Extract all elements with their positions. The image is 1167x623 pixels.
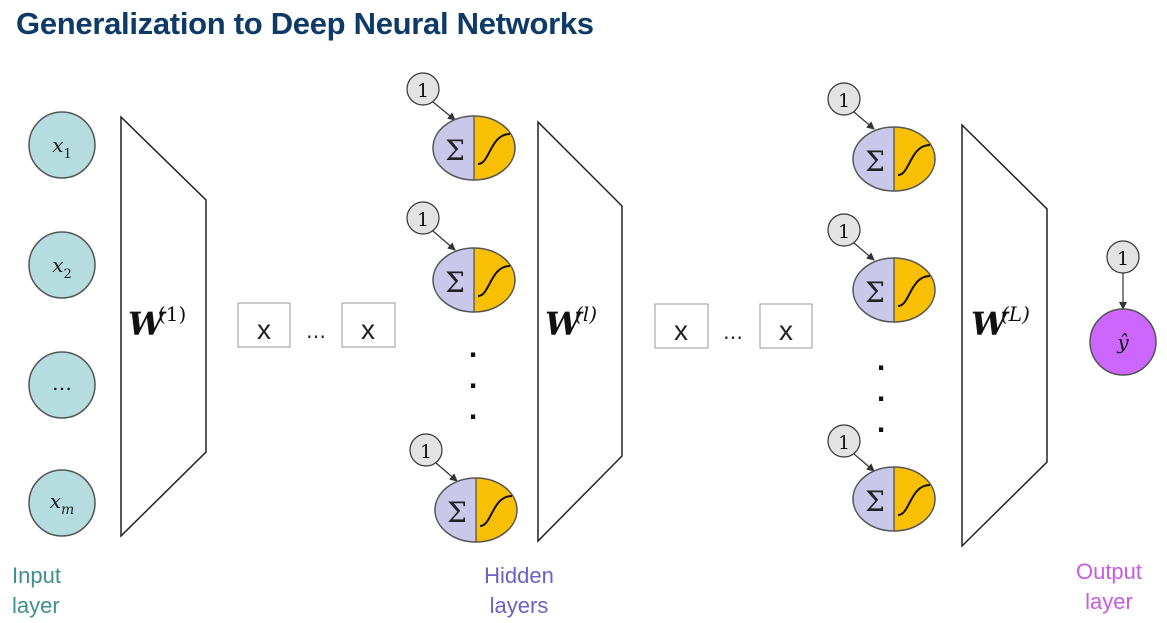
- weight-symbol-1: W: [128, 305, 167, 343]
- svg-text:1: 1: [1117, 248, 1129, 270]
- input-sub-2: 2: [64, 267, 72, 282]
- bias-node-l-2: 1: [406, 201, 440, 235]
- neuron-l-1: Σ: [432, 115, 516, 181]
- sigmoid-icon: [897, 484, 931, 516]
- neuron-L-3: Σ: [852, 466, 936, 532]
- output-node: ŷ: [1089, 308, 1157, 376]
- hidden-layers-label: Hidden layers: [484, 563, 554, 618]
- bias-node-L-3: 1: [827, 424, 861, 458]
- bias-arrow-L-3: [853, 453, 875, 472]
- svg-text:xm: xm: [50, 489, 75, 518]
- placeholder-box-2: x: [341, 302, 396, 348]
- placeholder-box-1: x: [237, 302, 291, 348]
- ellipsis-2: …: [723, 320, 743, 344]
- weight-superscript-1: (1): [158, 302, 186, 326]
- svg-text:x2: x2: [52, 253, 72, 282]
- neuron-l-2: Σ: [432, 247, 516, 313]
- input-ellipsis: …: [52, 371, 72, 395]
- weight-matrix-1: W (1): [120, 115, 207, 538]
- svg-text:·: ·: [876, 354, 885, 382]
- sum-symbol: Σ: [445, 266, 465, 299]
- svg-text:·: ·: [876, 385, 885, 413]
- svg-text:x: x: [779, 315, 793, 346]
- ellipsis-1: …: [306, 319, 326, 343]
- input-node-1: x1: [28, 111, 96, 179]
- sum-symbol: Σ: [865, 276, 885, 309]
- weight-superscript-l: (l): [575, 302, 597, 326]
- bias-arrow-L-1: [853, 111, 875, 130]
- svg-text:1: 1: [417, 209, 429, 231]
- sigmoid-icon: [479, 495, 513, 527]
- svg-text:·: ·: [876, 416, 885, 444]
- input-var-1: x: [52, 133, 63, 157]
- sum-symbol: Σ: [865, 145, 885, 178]
- vertical-dots-L: · · ·: [876, 354, 885, 444]
- neuron-L-2: Σ: [852, 257, 936, 323]
- weight-matrix-l: W (l): [537, 120, 623, 543]
- input-node-m: xm: [28, 469, 96, 537]
- svg-text:1: 1: [417, 80, 429, 102]
- svg-text:·: ·: [468, 341, 477, 369]
- svg-text:x: x: [361, 314, 375, 345]
- weight-symbol-l: W: [545, 305, 584, 343]
- bias-node-L-2: 1: [827, 213, 861, 247]
- weight-symbol-L: W: [971, 305, 1010, 343]
- input-layer-label: Input layer: [12, 563, 61, 618]
- vertical-dots-l: · · ·: [468, 341, 477, 431]
- svg-text:·: ·: [468, 372, 477, 400]
- input-var-m: x: [50, 489, 61, 513]
- sigmoid-icon: [897, 275, 931, 307]
- output-symbol: ŷ: [1116, 330, 1129, 354]
- input-sub-1: 1: [64, 147, 72, 162]
- svg-text:1: 1: [420, 441, 432, 463]
- bias-node-output: 1: [1106, 240, 1140, 274]
- input-sub-m: m: [61, 502, 74, 518]
- bias-arrow-L-2: [853, 242, 875, 261]
- svg-text:x: x: [674, 315, 688, 346]
- sigmoid-icon: [897, 144, 931, 176]
- bias-arrow-l-2: [432, 230, 456, 251]
- svg-text:1: 1: [838, 432, 850, 454]
- weight-matrix-L: W (L): [961, 123, 1048, 548]
- weight-superscript-L: (L): [1001, 302, 1030, 326]
- bias-arrow-l-1: [432, 101, 456, 121]
- bias-node-L-1: 1: [827, 82, 861, 116]
- input-node-ellipsis: …: [28, 351, 96, 419]
- input-var-2: x: [52, 253, 63, 277]
- neuron-L-1: Σ: [852, 126, 936, 192]
- svg-text:1: 1: [838, 221, 850, 243]
- placeholder-box-4: x: [759, 303, 813, 349]
- svg-text:x: x: [257, 314, 271, 345]
- sigmoid-icon: [477, 265, 511, 297]
- page-title: Generalization to Deep Neural Networks: [16, 6, 594, 41]
- output-layer-label: Output layer: [1075, 559, 1143, 614]
- sigmoid-icon: [477, 133, 511, 165]
- sum-symbol: Σ: [447, 496, 467, 529]
- input-node-2: x2: [28, 231, 96, 299]
- svg-text:·: ·: [468, 403, 477, 431]
- svg-text:x1: x1: [52, 133, 72, 162]
- bias-arrow-l-3: [435, 462, 458, 482]
- neuron-l-3: Σ: [434, 477, 518, 543]
- svg-text:1: 1: [838, 90, 850, 112]
- sum-symbol: Σ: [865, 485, 885, 518]
- sum-symbol: Σ: [445, 134, 465, 167]
- bias-node-l-1: 1: [406, 72, 440, 106]
- placeholder-box-3: x: [654, 303, 709, 349]
- bias-node-l-3: 1: [409, 433, 443, 467]
